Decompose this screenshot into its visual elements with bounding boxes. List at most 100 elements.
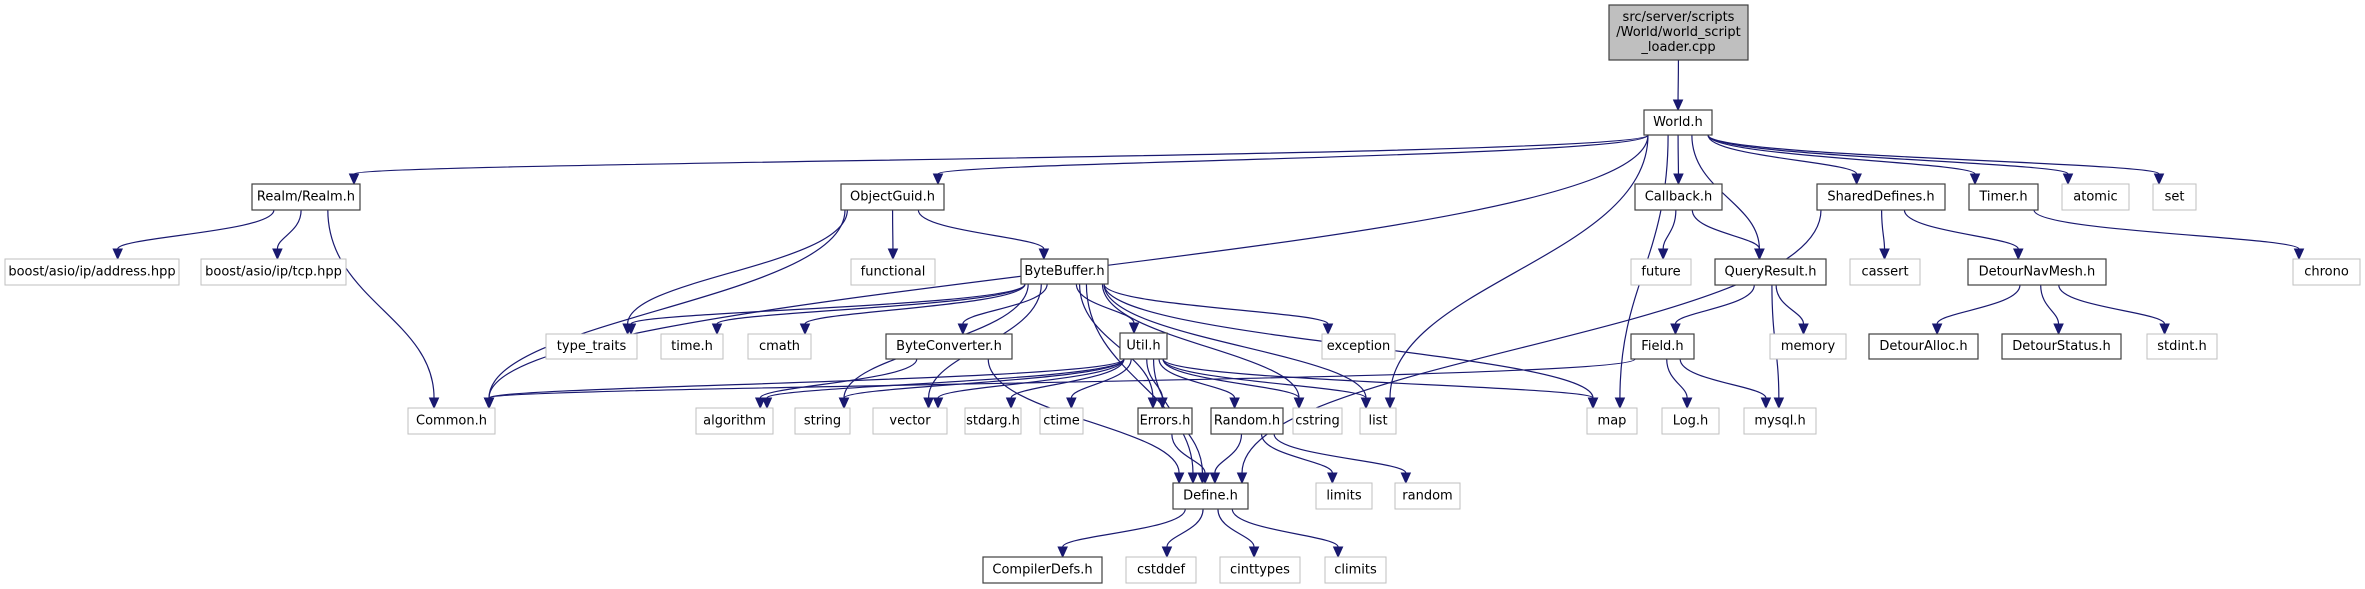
arrowhead-icon — [1681, 397, 1693, 410]
edge-detournavmesh-h-to-detouralloc-h — [1936, 284, 2021, 325]
node-label: DetourNavMesh.h — [1979, 265, 2096, 280]
arrowhead-icon — [1161, 546, 1173, 559]
edge-world-h-to-set — [1707, 134, 2160, 175]
node-realm-realm-h[interactable]: Realm/Realm.h — [251, 183, 361, 211]
node-box — [1292, 407, 1343, 435]
node-box — [2152, 183, 2197, 211]
node-define-h[interactable]: Define.h — [1172, 482, 1249, 510]
node-box — [794, 407, 851, 435]
node-label: /World/world_script — [1616, 25, 1741, 40]
node-box — [1321, 333, 1396, 360]
node-detournavmesh-h[interactable]: DetourNavMesh.h — [1967, 258, 2107, 286]
node-callback-h[interactable]: Callback.h — [1634, 183, 1723, 211]
node-box — [885, 333, 1013, 360]
edge-util-h-to-algorithm — [766, 358, 1125, 399]
node-label: World.h — [1653, 115, 1703, 130]
arrowhead-icon — [1931, 323, 1943, 336]
node-box — [1137, 407, 1193, 435]
edge-objectguid-h-to-type-traits — [627, 209, 848, 325]
node-compilerdefs-h[interactable]: CompilerDefs.h — [982, 556, 1103, 584]
node-detourstatus-h[interactable]: DetourStatus.h — [2001, 333, 2122, 360]
arrowhead-icon — [1400, 472, 1412, 485]
node-label: DetourAlloc.h — [1879, 339, 1967, 354]
edge-objectguid-h-to-common-h — [488, 209, 846, 399]
node-errors-h[interactable]: Errors.h — [1137, 407, 1193, 435]
node-type-traits: type_traits — [545, 333, 638, 360]
edge-callback-h-to-future — [1662, 209, 1677, 250]
arrowhead-icon — [754, 397, 766, 410]
edge-queryresult-h-to-field-h — [1674, 284, 1755, 325]
edge-detournavmesh-h-to-stdint-h — [2058, 284, 2166, 325]
arrowhead-icon — [1773, 397, 1785, 410]
node-root[interactable]: src/server/scripts/World/world_script_lo… — [1608, 4, 1749, 61]
edge-bytebuffer-h-to-cmath — [804, 283, 1026, 325]
node-label: cstring — [1295, 414, 1339, 429]
arrowhead-icon — [1879, 248, 1890, 261]
node-common-h: Common.h — [407, 407, 496, 435]
edge-bytebuffer-h-to-exception — [1103, 283, 1329, 325]
arrowhead-icon — [112, 248, 123, 261]
edge-random-h-to-limits — [1260, 433, 1333, 474]
arrowhead-icon — [887, 248, 899, 261]
node-byteconverter-h[interactable]: ByteConverter.h — [885, 333, 1013, 360]
node-label: _loader.cpp — [1640, 40, 1715, 55]
node-random-h[interactable]: Random.h — [1210, 407, 1284, 435]
node-label: atomic — [2073, 190, 2117, 205]
node-label: algorithm — [703, 414, 766, 429]
node-shareddefines-h[interactable]: SharedDefines.h — [1816, 183, 1946, 211]
edge-random-h-to-define-h — [1214, 433, 1243, 474]
arrowhead-icon — [1332, 546, 1344, 559]
node-label: exception — [1327, 339, 1391, 354]
node-label: Common.h — [416, 414, 487, 429]
edge-define-h-to-climits — [1231, 508, 1339, 548]
node-label: stdarg.h — [966, 414, 1020, 429]
edge-field-h-to-common-h — [488, 358, 1636, 399]
edge-bytebuffer-h-to-type-traits — [630, 283, 1026, 325]
node-box — [1816, 183, 1946, 211]
node-label: Timer.h — [1978, 190, 2027, 205]
node-box — [1769, 333, 1847, 360]
node-world-h[interactable]: World.h — [1643, 109, 1713, 136]
arrowhead-icon — [1384, 397, 1396, 410]
node-label: mysql.h — [1754, 414, 1805, 429]
arrowhead-icon — [1657, 248, 1669, 261]
node-detouralloc-h[interactable]: DetourAlloc.h — [1868, 333, 1979, 360]
node-label: map — [1598, 414, 1627, 429]
node-box — [1714, 258, 1827, 286]
node-box — [695, 407, 774, 435]
arrowhead-icon — [1851, 173, 1862, 186]
node-box — [4, 258, 180, 286]
node-box — [1868, 333, 1979, 360]
edge-bytebuffer-h-to-errors-h — [1078, 283, 1154, 399]
node-log-h: Log.h — [1661, 407, 1720, 435]
arrowhead-icon — [1754, 248, 1765, 261]
node-queryresult-h[interactable]: QueryResult.h — [1714, 258, 1827, 286]
edge-define-h-to-cinttypes — [1217, 508, 1255, 548]
arrowhead-icon — [428, 397, 440, 410]
edge-byteconverter-h-to-algorithm — [759, 358, 918, 399]
node-objectguid-h[interactable]: ObjectGuid.h — [840, 183, 945, 211]
edge-define-h-to-compilerdefs-h — [1062, 508, 1186, 548]
node-label: stdint.h — [2157, 339, 2206, 354]
arrowhead-icon — [1360, 397, 1372, 410]
node-label: type_traits — [557, 339, 627, 354]
node-timer-h[interactable]: Timer.h — [1968, 183, 2039, 211]
edge-util-h-to-cstring — [1162, 358, 1300, 399]
node-stdarg-h: stdarg.h — [964, 407, 1022, 435]
node-cmath: cmath — [747, 333, 812, 360]
node-bytebuffer-h[interactable]: ByteBuffer.h — [1020, 258, 1109, 285]
node-label: string — [804, 414, 841, 429]
node-box — [1125, 556, 1197, 584]
node-box — [1039, 407, 1084, 435]
node-mysql-h: mysql.h — [1743, 407, 1817, 435]
edge-timer-h-to-chrono — [2033, 209, 2300, 250]
node-map: map — [1586, 407, 1638, 435]
arrowhead-icon — [2062, 173, 2074, 186]
node-limits: limits — [1315, 482, 1373, 510]
node-util-h[interactable]: Util.h — [1119, 332, 1168, 360]
arrowhead-icon — [711, 323, 723, 336]
node-label: random — [1402, 489, 1452, 504]
arrowhead-icon — [1005, 397, 1017, 410]
edge-field-h-to-log-h — [1666, 358, 1688, 399]
node-field-h[interactable]: Field.h — [1630, 333, 1695, 360]
